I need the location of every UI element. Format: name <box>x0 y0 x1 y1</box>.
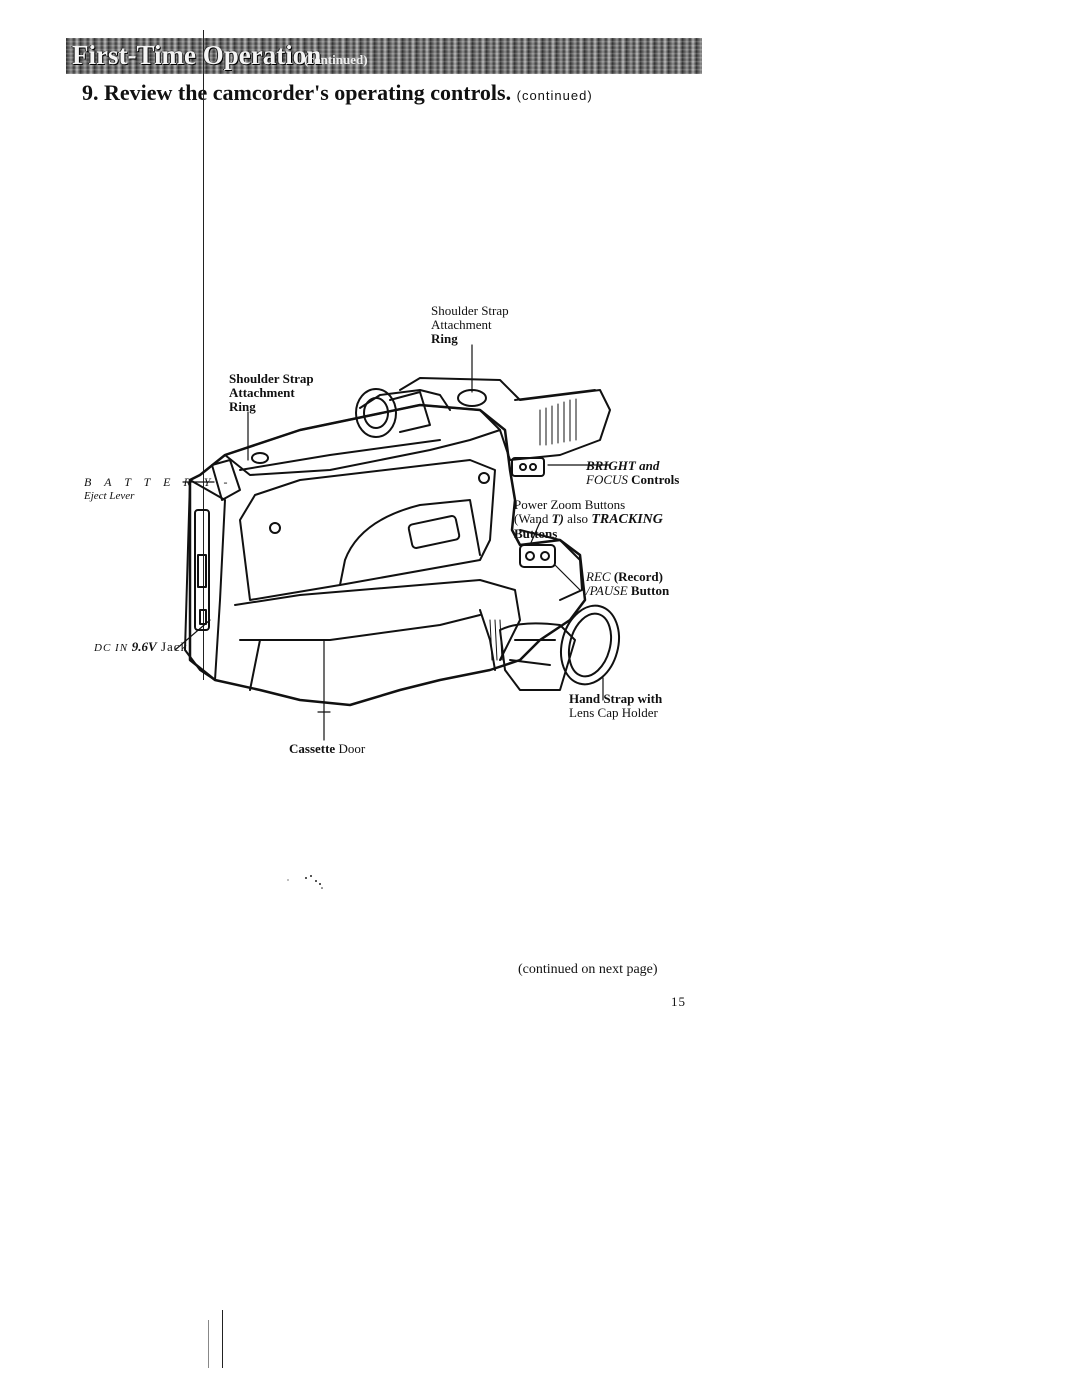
label-line: Attachment <box>229 385 295 400</box>
label-shoulder-strap-ring-right: Shoulder Strap Attachment Ring <box>431 304 509 346</box>
page-number: 15 <box>671 994 686 1009</box>
label-fragment: also <box>563 511 592 526</box>
label-dc-in-jack: DC IN 9.6V Jack <box>94 640 188 655</box>
label-fragment: Controls <box>627 472 680 487</box>
vertical-rule <box>203 30 204 680</box>
label-bright-focus: BRIGHT and FOCUS Controls <box>586 459 679 487</box>
label-rec-pause: REC (Record) /PAUSE Button <box>586 570 669 598</box>
label-line: Hand Strap with <box>569 691 663 706</box>
label-cassette-door: Cassette Door <box>289 742 365 756</box>
label-power-zoom: Power Zoom Buttons (Wand T) also TRACKIN… <box>514 498 663 541</box>
label-shoulder-strap-ring-left: Shoulder Strap Attachment Ring <box>229 372 314 414</box>
label-fragment: (Record) <box>610 569 663 584</box>
label-fragment: DC IN <box>94 642 132 654</box>
continued-note: (continued on next page) <box>518 962 658 977</box>
label-line: Lens Cap Holder <box>569 705 658 720</box>
label-fragment: REC <box>586 569 611 584</box>
heading-number: 9. <box>82 80 99 105</box>
label-line: Attachment <box>431 317 492 332</box>
header-banner: First-Time Operation (continued) <box>66 38 702 74</box>
label-fragment: (Wand <box>514 511 549 526</box>
heading-suffix: (continued) <box>516 88 593 103</box>
label-fragment: Cassette <box>289 741 336 756</box>
heading-text: Review the camcorder's operating control… <box>104 80 512 105</box>
label-line: Buttons <box>514 526 558 541</box>
label-fragment: Door <box>335 741 366 756</box>
label-line: B A T T E R Y - <box>84 475 233 489</box>
banner-title: First-Time Operation <box>72 40 322 70</box>
label-line: Ring <box>431 331 458 346</box>
label-fragment: Jack <box>156 639 189 654</box>
label-fragment: Button <box>627 583 670 598</box>
section-heading: 9. Review the camcorder's operating cont… <box>82 80 593 106</box>
vertical-rule-bottom-faint <box>208 1320 209 1368</box>
label-fragment: TRACKING <box>591 512 663 527</box>
label-fragment: 9.6V <box>131 639 157 654</box>
label-line: Power Zoom Buttons <box>514 497 626 512</box>
label-line: Ring <box>229 399 256 414</box>
label-line: Eject Lever <box>84 490 135 502</box>
label-line: BRIGHT and <box>586 458 660 473</box>
label-fragment: /PAUSE <box>586 583 628 598</box>
label-line: Shoulder Strap <box>229 371 314 386</box>
label-hand-strap: Hand Strap with Lens Cap Holder <box>569 692 662 720</box>
vertical-rule-bottom <box>222 1310 223 1368</box>
label-battery-eject-lever: B A T T E R Y - Eject Lever <box>84 475 232 503</box>
label-fragment: FOCUS <box>586 472 628 487</box>
label-fragment: T) <box>551 511 564 526</box>
banner-subtitle: (continued) <box>304 52 368 67</box>
label-line: Shoulder Strap <box>431 303 509 318</box>
